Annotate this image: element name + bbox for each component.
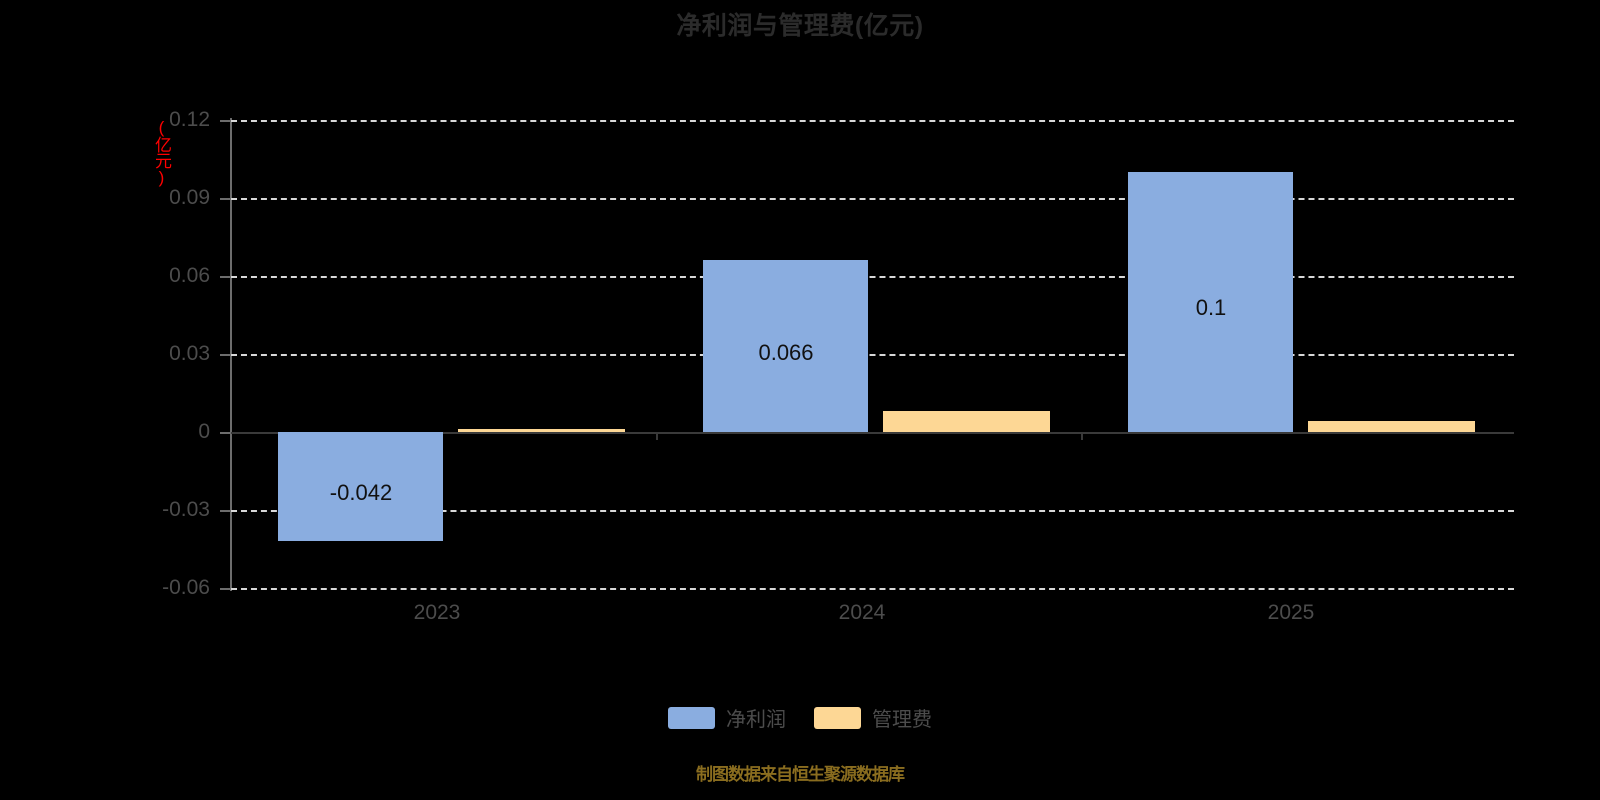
bar-label-2025-net-profit: 0.1: [1195, 295, 1227, 320]
bar-2024-net-profit[interactable]: [703, 260, 868, 432]
gridline-0-09: [231, 198, 1514, 200]
gridline-neg-0-06: [231, 588, 1514, 590]
bar-2023-admin-expense[interactable]: [458, 429, 625, 432]
legend-swatch-net-profit: [668, 706, 715, 729]
gridline-0-06: [231, 276, 1514, 278]
x-axis-label-2023: 2023: [413, 601, 461, 624]
gridline-0-03: [231, 354, 1514, 356]
source-note: 制图数据来自恒生聚源数据库: [696, 765, 905, 784]
y-tick-mark-3: [220, 354, 230, 356]
gridline-zero: [231, 432, 1514, 434]
y-tick-mark-0: [220, 120, 230, 122]
legend-item-net-profit[interactable]: 净利润: [668, 703, 786, 732]
bar-2025-admin-expense[interactable]: [1308, 421, 1475, 432]
plot-area: -0.042 0.066 0.1: [231, 120, 1514, 590]
gridline-0-12: [231, 120, 1514, 122]
bar-label-2023-net-profit: -0.042: [329, 480, 393, 505]
x-axis-label-2024: 2024: [838, 601, 886, 624]
legend-item-admin-expense[interactable]: 管理费: [814, 703, 932, 732]
y-tick-mark-5: [220, 510, 230, 512]
y-tick-label-2: 0.06: [169, 264, 210, 287]
legend-label-net-profit: 净利润: [726, 709, 786, 731]
y-tick-label-4: 0: [198, 420, 210, 443]
chart-legend: 净利润 管理费: [0, 703, 1600, 732]
y-tick-label-3: 0.03: [169, 342, 210, 365]
y-tick-mark-4: [220, 432, 230, 434]
chart-title: 净利润与管理费(亿元): [676, 12, 924, 40]
y-tick-label-1: 0.09: [169, 186, 210, 209]
y-tick-label-0: 0.12: [169, 108, 210, 131]
bar-2025-net-profit[interactable]: [1128, 172, 1293, 432]
y-axis-unit-label: (亿元): [152, 118, 171, 186]
y-tick-label-5: -0.03: [162, 498, 210, 521]
bar-2023-net-profit[interactable]: [278, 432, 443, 541]
x-axis-separator-2: [1081, 432, 1083, 440]
bar-label-2024-net-profit: 0.066: [758, 340, 814, 365]
y-tick-label-6: -0.06: [162, 576, 210, 599]
bar-2024-admin-expense[interactable]: [883, 411, 1050, 432]
x-axis-separator-1: [656, 432, 658, 440]
y-tick-mark-2: [220, 276, 230, 278]
y-tick-mark-1: [220, 198, 230, 200]
y-tick-mark-6: [220, 588, 230, 590]
x-axis-label-2025: 2025: [1267, 601, 1315, 624]
legend-label-admin-expense: 管理费: [872, 709, 932, 731]
gridline-neg-0-03: [231, 510, 1514, 512]
legend-swatch-admin-expense: [814, 706, 861, 729]
